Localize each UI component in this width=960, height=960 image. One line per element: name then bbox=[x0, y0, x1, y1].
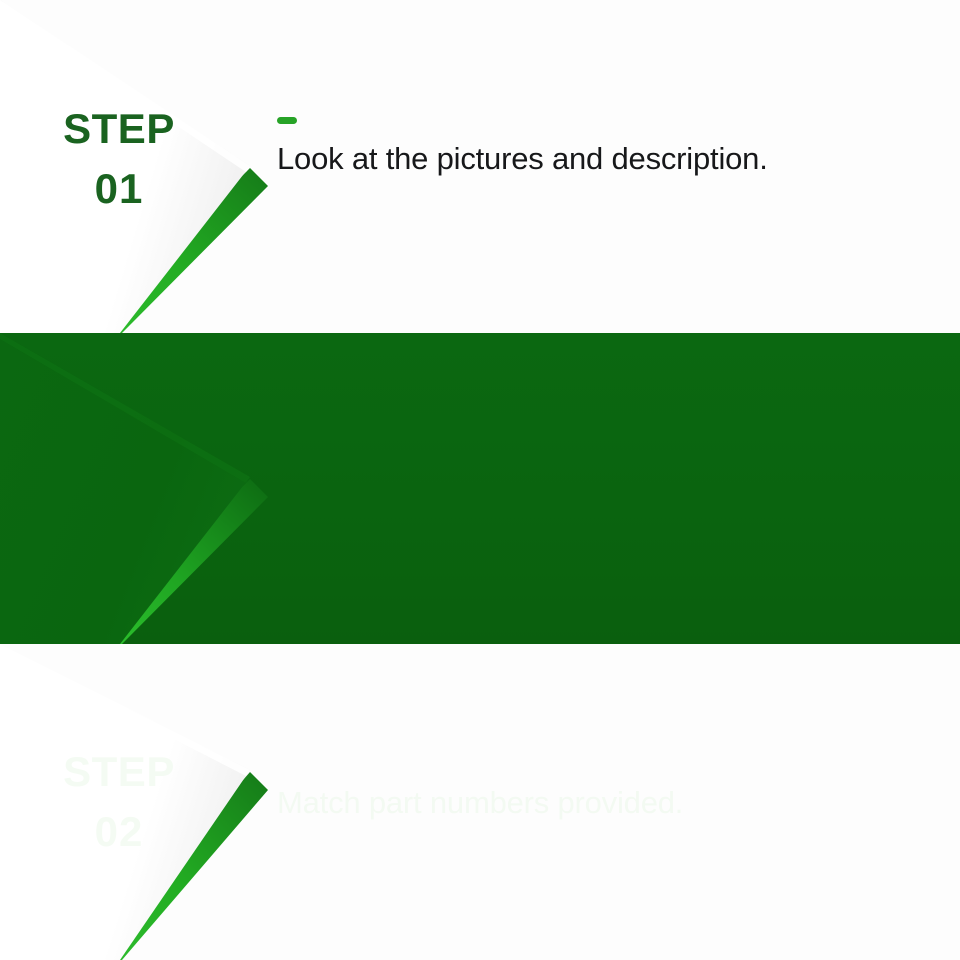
step-02-chevron-edge-highlight bbox=[0, 333, 250, 483]
step-row-01: STEP 01 Look at the pictures and descrip… bbox=[0, 0, 960, 333]
step-02-description-text: Match part numbers provided. bbox=[277, 785, 684, 820]
step-03-chevron-graphic bbox=[0, 644, 340, 960]
step-03-chevron-svg bbox=[0, 644, 268, 960]
step-02-chevron-card bbox=[0, 333, 250, 644]
step-01-chevron-edge-highlight bbox=[0, 0, 250, 172]
step-01-chevron-graphic bbox=[0, 0, 340, 333]
step-row-03: STEP 03 Confirm condition and fitmentBEF… bbox=[0, 644, 960, 960]
step-01-chevron-card bbox=[0, 0, 250, 333]
step-03-chevron-edge-highlight bbox=[0, 644, 250, 776]
step-03-chevron-card bbox=[0, 644, 250, 960]
step-02-chevron-svg bbox=[0, 333, 268, 644]
step-02-description-block: Match part numbers provided. bbox=[277, 761, 917, 824]
step-01-accent-dash-icon bbox=[277, 117, 297, 124]
step-01-description-block: Look at the pictures and description. bbox=[277, 117, 917, 180]
step-02-chevron-graphic bbox=[0, 333, 340, 644]
step-row-02: STEP 02 Match part numbers provided. bbox=[0, 333, 960, 853]
step-01-description-text: Look at the pictures and description. bbox=[277, 141, 768, 176]
step-01-chevron-svg bbox=[0, 0, 268, 333]
